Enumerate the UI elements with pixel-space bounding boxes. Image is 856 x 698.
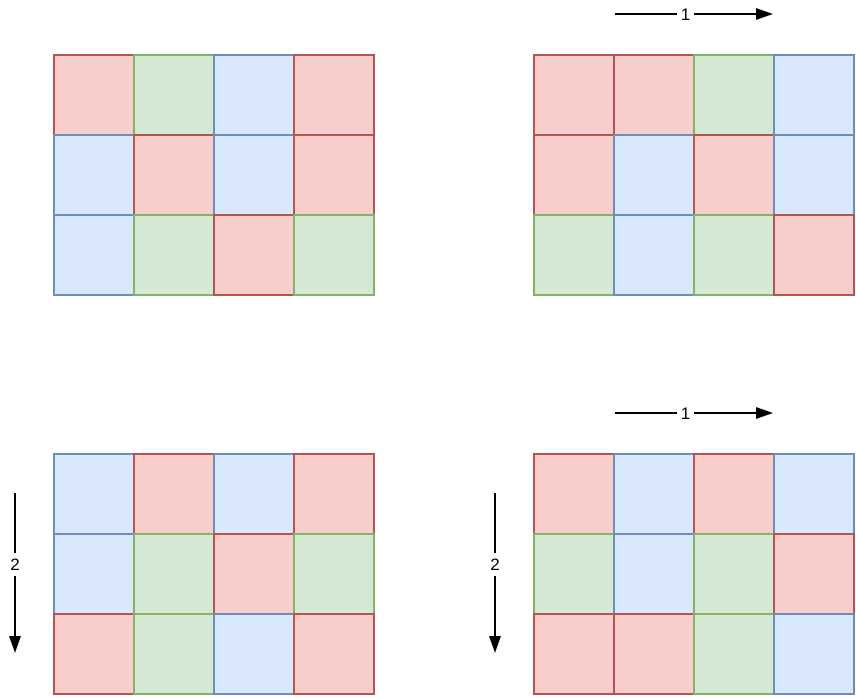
grid-cell-red [613, 54, 695, 136]
grid-cell-green [693, 613, 775, 695]
grid-cell-green [133, 613, 215, 695]
grid-bottom-left [53, 453, 375, 695]
grid-cell-red [293, 54, 375, 136]
arrow-line [615, 412, 677, 414]
arrow-label: 1 [676, 5, 695, 23]
grid-cell-red [213, 533, 295, 615]
grid-cell-blue [53, 533, 135, 615]
grid-cell-green [293, 214, 375, 296]
grid-cell-red [293, 613, 375, 695]
grid-top-left [53, 54, 375, 296]
grid-cell-red [293, 134, 375, 216]
grid-cell-blue [213, 453, 295, 535]
grid-cell-blue [773, 613, 855, 695]
shift-down-arrow-right: 2 [483, 493, 507, 653]
grid-cell-red [533, 134, 615, 216]
grid-cell-red [133, 134, 215, 216]
grid-cell-red [533, 453, 615, 535]
grid-cell-green [533, 533, 615, 615]
grid-cell-red [133, 453, 215, 535]
grid-cell-red [693, 453, 775, 535]
arrow-line [494, 493, 496, 553]
arrow-label: 2 [490, 553, 500, 576]
grid-cell-blue [53, 214, 135, 296]
arrowhead-right-icon [756, 407, 773, 419]
shift-down-arrow-left: 2 [3, 493, 27, 653]
grid-cell-green [133, 214, 215, 296]
grid-cell-green [293, 533, 375, 615]
arrow-label: 2 [10, 553, 20, 576]
grid-cell-green [693, 533, 775, 615]
arrow-label: 1 [676, 404, 695, 422]
grid-top-right [533, 54, 855, 296]
grid-cell-blue [213, 54, 295, 136]
grid-cell-blue [773, 134, 855, 216]
arrow-line [615, 13, 677, 15]
grid-cell-blue [613, 134, 695, 216]
grid-cell-red [613, 613, 695, 695]
grid-cell-red [773, 533, 855, 615]
grid-cell-blue [613, 214, 695, 296]
grid-cell-red [53, 613, 135, 695]
grid-cell-green [693, 54, 775, 136]
grid-cell-red [293, 453, 375, 535]
grid-cell-red [773, 214, 855, 296]
grid-cell-red [533, 54, 615, 136]
arrowhead-down-icon [9, 636, 21, 653]
grid-cell-blue [213, 134, 295, 216]
arrow-line [694, 412, 756, 414]
shift-right-arrow-top: 1 [615, 2, 773, 26]
arrowhead-right-icon [756, 8, 773, 20]
grid-cell-red [533, 613, 615, 695]
grid-cell-green [533, 214, 615, 296]
grid-cell-green [693, 214, 775, 296]
grid-cell-red [693, 134, 775, 216]
grid-cell-red [53, 54, 135, 136]
shift-right-arrow-bottom: 1 [615, 401, 773, 425]
arrow-line [694, 13, 756, 15]
grid-cell-blue [773, 54, 855, 136]
grid-cell-blue [613, 453, 695, 535]
grid-cell-blue [213, 613, 295, 695]
grid-cell-red [213, 214, 295, 296]
arrowhead-down-icon [489, 636, 501, 653]
arrow-line [494, 576, 496, 636]
grid-cell-blue [53, 134, 135, 216]
grid-cell-blue [53, 453, 135, 535]
grid-bottom-right [533, 453, 855, 695]
grid-cell-green [133, 54, 215, 136]
grid-cell-green [133, 533, 215, 615]
grid-cell-blue [613, 533, 695, 615]
arrow-line [14, 493, 16, 553]
arrow-line [14, 576, 16, 636]
grid-cell-blue [773, 453, 855, 535]
